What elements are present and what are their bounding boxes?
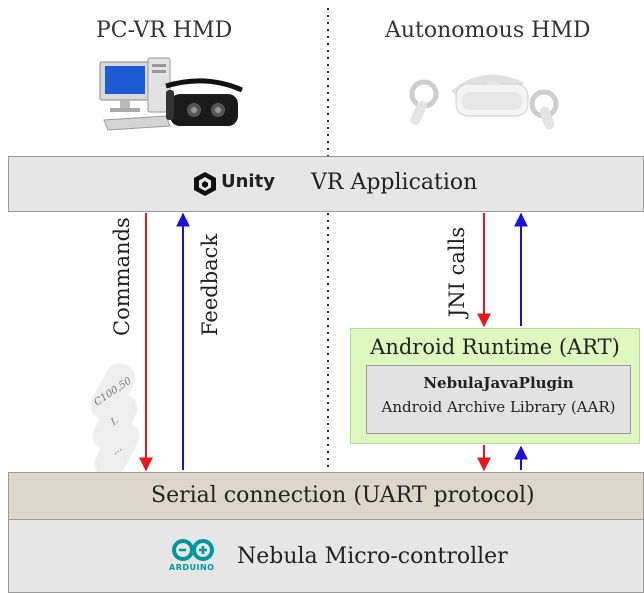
microcontroller-bar: ARDUINO Nebula Micro-controller: [8, 520, 644, 593]
pc-vr-headset-icon: [99, 57, 244, 131]
vr-application-label: VR Application: [311, 170, 478, 195]
pc-vr-title: PC-VR HMD: [96, 18, 233, 43]
plugin-description: Android Archive Library (AAR): [381, 398, 616, 416]
autonomous-hmd-icon: [409, 74, 559, 130]
unity-logo-text: Unity: [221, 171, 275, 192]
dotted-divider: [327, 8, 329, 473]
microcontroller-label: Nebula Micro-controller: [237, 544, 508, 569]
plugin-name: NebulaJavaPlugin: [423, 374, 574, 392]
arduino-logo-icon: [172, 539, 214, 561]
jni-calls-label: JNI calls: [445, 226, 469, 318]
autonomous-hmd-title: Autonomous HMD: [385, 18, 591, 43]
aar-library-box: NebulaJavaPlugin Android Archive Library…: [366, 365, 631, 434]
serial-connection-label: Serial connection (UART protocol): [151, 483, 535, 508]
serial-connection-bar: Serial connection (UART protocol): [8, 472, 644, 520]
arduino-logo-text: ARDUINO: [169, 563, 215, 572]
feedback-label: Feedback: [198, 233, 222, 336]
vr-application-bar: Unity VR Application: [8, 156, 644, 212]
commands-label: Commands: [110, 217, 134, 336]
art-title: Android Runtime (ART): [370, 335, 620, 359]
unity-logo-icon: [194, 172, 216, 196]
